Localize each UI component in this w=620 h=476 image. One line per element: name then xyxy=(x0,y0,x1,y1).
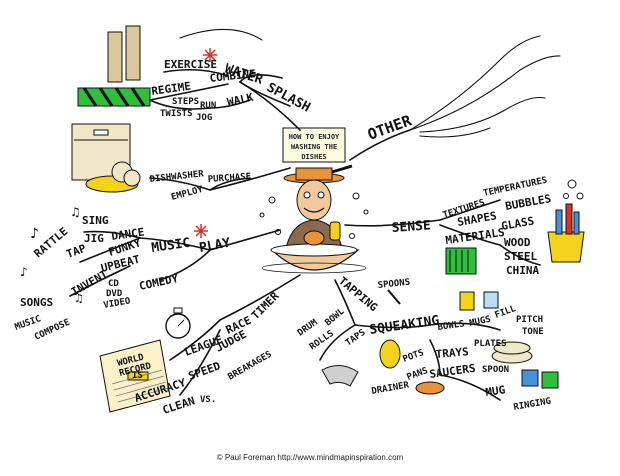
word-twists: TWISTS xyxy=(160,109,193,119)
blue-mug-icon xyxy=(521,369,539,387)
center-title-line2: WASHING THE xyxy=(291,143,337,151)
water-splash-icon xyxy=(179,28,263,41)
word-china: CHINA xyxy=(506,264,539,277)
towel-icon xyxy=(445,247,477,275)
music-notes-icon: ♪ ♫ ♪ ♫ xyxy=(20,205,208,305)
word-squeaking: SQUEAKING xyxy=(368,313,440,338)
center-pan-icon xyxy=(303,230,325,246)
svg-text:♪: ♪ xyxy=(30,226,39,242)
glass-icon xyxy=(459,291,475,311)
word-glass: GLASS xyxy=(500,214,535,233)
word-other: OTHER xyxy=(365,111,414,144)
word-spoons: SPOONS xyxy=(377,278,410,291)
race-illustration xyxy=(99,307,191,413)
word-dvd: DVD xyxy=(106,289,123,299)
legs-icon xyxy=(107,31,123,83)
word-run: RUN xyxy=(200,101,216,111)
word-mug: MUG xyxy=(485,383,507,399)
word-sense: SENSE xyxy=(391,218,431,236)
word-walk: WALK xyxy=(226,91,255,109)
sense-illustration xyxy=(445,179,585,275)
word-bowl: BOWL xyxy=(324,306,347,328)
svg-text:♪: ♪ xyxy=(20,265,28,279)
face-icon xyxy=(296,179,332,221)
word-saucers: SAUCERS xyxy=(429,362,477,381)
other-branch-sweeps xyxy=(409,35,561,138)
word-wood: WOOD xyxy=(504,236,531,249)
green-mug-icon xyxy=(541,371,559,389)
word-jig: JIG xyxy=(84,232,104,245)
word-pitch: PITCH xyxy=(516,315,543,325)
word-breakages: BREAKAGES xyxy=(227,350,274,383)
center-title-line1: HOW TO ENJOY xyxy=(289,133,340,141)
word-dance: DANCE xyxy=(111,225,146,242)
tapping-illustration xyxy=(321,289,559,395)
word-purchase: PURCHASE xyxy=(208,172,252,185)
water-branch-illustration xyxy=(77,25,263,107)
word-trays: TRAYS xyxy=(435,345,469,361)
word-spoon: SPOON xyxy=(482,365,509,375)
pot-handle-icon xyxy=(331,164,353,174)
svg-text:♫: ♫ xyxy=(74,292,84,305)
word-dishwasher: DISHWASHER xyxy=(149,169,205,185)
word-drainer: DRAINER xyxy=(371,380,411,397)
green-mat-icon xyxy=(77,87,151,107)
word-bubbles: BUBBLES xyxy=(504,192,552,213)
word-steps: STEPS xyxy=(172,97,199,107)
utensil-pot-icon xyxy=(547,231,585,263)
word-cd: CD xyxy=(108,279,119,289)
vase-icon xyxy=(379,339,401,369)
word-sing: SING xyxy=(82,214,109,227)
word-ringing: RINGING xyxy=(513,397,552,413)
word-video: VIDEO xyxy=(103,296,132,311)
copyright-credit: © Paul Foreman http://www.mindmapinspira… xyxy=(217,453,404,462)
word-play: PLAY xyxy=(198,236,232,256)
center-bottle-icon xyxy=(329,221,341,241)
svg-text:♫: ♫ xyxy=(70,205,81,219)
word-comedy: COMEDY xyxy=(138,272,180,293)
word-upbeat: UPBEAT xyxy=(100,253,142,275)
word-music: MUSIC xyxy=(150,236,191,256)
word-invent: INVENT xyxy=(69,267,110,298)
word-clean: CLEAN xyxy=(161,394,197,417)
word-steel: STEEL xyxy=(504,250,537,263)
splash-star-icon xyxy=(203,48,217,62)
word-tone: TONE xyxy=(522,327,544,337)
word-jog: JOG xyxy=(196,113,212,123)
branch-lines xyxy=(69,68,541,401)
center-title-line3: DISHES xyxy=(301,153,326,161)
bubble-icon xyxy=(567,179,577,189)
word-timer: TIMER xyxy=(249,289,282,322)
word-mugs: MUGS xyxy=(469,315,492,329)
word-bowls: BOWLS xyxy=(437,319,465,333)
pot-hat-icon xyxy=(295,167,333,181)
dishwasher-illustration xyxy=(71,123,141,193)
word-employ: EMPLOY xyxy=(170,185,205,203)
pan-icon xyxy=(415,381,445,395)
word-taps: TAPS xyxy=(344,328,368,349)
word-combine: COMBINE xyxy=(209,67,256,85)
mug-icon xyxy=(483,291,499,309)
word-songs: SONGS xyxy=(20,296,53,309)
word-pots: POTS xyxy=(402,348,426,365)
central-image: HOW TO ENJOY WASHING THE DISHES xyxy=(259,127,369,274)
word-rolls: ROLLS xyxy=(308,329,336,353)
word-regime: REGIME xyxy=(151,80,192,98)
word-drum: DRUM xyxy=(296,318,320,339)
play-star-icon xyxy=(194,224,208,238)
word-vs: VS. xyxy=(200,395,216,405)
word-music-2: MUSIC xyxy=(14,314,43,333)
center-title-card xyxy=(282,127,346,163)
word-is: IS xyxy=(132,371,143,381)
word-pans: PANS xyxy=(406,366,430,383)
word-exercise: EXERCISE xyxy=(164,58,217,71)
drainer-icon xyxy=(321,365,359,387)
word-speed: SPEED xyxy=(187,359,223,383)
word-plates: PLATES xyxy=(474,339,507,349)
spoon-icon xyxy=(387,289,401,305)
